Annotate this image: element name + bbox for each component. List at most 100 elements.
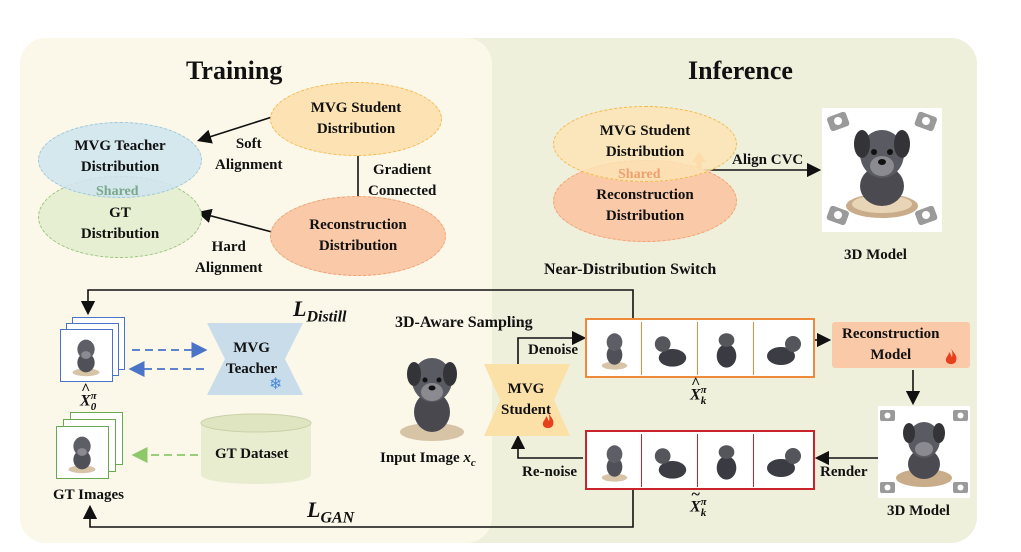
model-3d-top	[822, 108, 942, 232]
xk-tilde-label: ~Xπk	[690, 486, 707, 519]
mvg-teacher-block	[207, 323, 303, 395]
xk-hat-sub: k	[700, 394, 707, 407]
l-distill-sub: Distill	[306, 308, 347, 326]
hard-line1: Hard	[211, 239, 246, 255]
x0-sub: 0	[90, 400, 97, 413]
input-var-sub: c	[470, 457, 476, 469]
inf-student-line2: Distribution	[605, 144, 685, 160]
xk-tilde-row	[585, 430, 815, 490]
mvg-student-block	[484, 364, 570, 436]
gradient-line1: Gradient	[372, 162, 432, 178]
model-3d-top-label: 3D Model	[844, 247, 907, 263]
teacher-block-line1: MVG	[233, 340, 270, 356]
teacher-line2: Distribution	[80, 159, 160, 175]
gradient-line2: Connected	[368, 183, 437, 199]
denoise-label: Denoise	[528, 342, 578, 358]
recon-line2: Distribution	[318, 238, 398, 254]
align-cvc-label: Align CVC	[732, 152, 804, 168]
gan-loop-arrow	[82, 490, 634, 528]
l-distill-main: L	[293, 296, 307, 321]
x0-symbol: X	[80, 392, 91, 410]
x0-stack-front	[60, 329, 113, 382]
xk-tilde-sub: k	[700, 506, 707, 519]
input-image-text: Input Image	[380, 450, 460, 466]
student-block-line1: MVG	[507, 381, 545, 397]
gt-stack-front	[56, 426, 109, 479]
soft-alignment-arrow	[196, 116, 273, 144]
mvg-teacher-label: MVG Teacher	[226, 338, 277, 380]
student-line2: Distribution	[316, 121, 396, 137]
distill-loop-arrow	[80, 289, 634, 318]
recon-model-line2: Model	[870, 347, 912, 363]
near-distribution-switch-label: Near-Distribution Switch	[544, 261, 717, 278]
training-title: Training	[186, 56, 283, 85]
gt-dataset-cylinder	[200, 413, 312, 485]
inf-student-line1: MVG Student	[599, 123, 691, 139]
renoise-label: Re-noise	[522, 464, 577, 480]
model-3d-bottom	[878, 406, 970, 498]
xk-hat-symbol: X	[690, 386, 701, 404]
gt-images-label: GT Images	[53, 487, 124, 503]
xk-hat-accent: ^	[691, 375, 701, 392]
gt-image-stack	[56, 412, 128, 484]
gt-line2: Distribution	[80, 226, 160, 242]
input-image	[392, 352, 472, 444]
l-gan-main: L	[307, 497, 321, 522]
inference-title: Inference	[688, 56, 793, 85]
training-shared-label: Shared	[96, 184, 139, 199]
xk-tilde-view-2	[645, 434, 698, 487]
inf-recon-line1: Reconstruction	[596, 187, 694, 203]
student-block-line2: Student	[501, 402, 552, 418]
teacher-line1: MVG Teacher	[74, 138, 166, 154]
render-label: Render	[820, 464, 868, 480]
student-flame-icon	[541, 412, 555, 430]
gt-dataset-label: GT Dataset	[215, 446, 289, 462]
student-line1: MVG Student	[310, 100, 402, 116]
xk-hat-sup: π	[700, 384, 707, 396]
input-image-label: Input Image xc	[380, 450, 476, 469]
l-gan-sub: GAN	[320, 509, 355, 527]
snowflake-icon: ❄	[269, 374, 283, 393]
x0-image-stack	[60, 317, 130, 387]
xk-hat-row	[585, 318, 815, 378]
l-gan-label: LGAN	[307, 497, 354, 527]
xk-hat-view-3	[701, 322, 754, 375]
recon-flame-icon	[944, 348, 958, 366]
mvg-student-label: MVG Student	[501, 379, 551, 421]
xk-hat-view-2	[645, 322, 698, 375]
l-distill-label: LDistill	[293, 296, 346, 326]
xk-tilde-sup: π	[700, 496, 707, 508]
recon-line1: Reconstruction	[309, 217, 407, 233]
xk-tilde-view-1	[589, 434, 642, 487]
xk-tilde-accent: ~	[691, 486, 701, 503]
xk-hat-label: ^Xπk	[690, 375, 707, 407]
gt-line1: GT	[109, 205, 131, 221]
inference-shared-label: Shared	[618, 167, 661, 182]
soft-line1: Soft	[235, 136, 262, 152]
3d-aware-sampling-label: 3D-Aware Sampling	[395, 314, 533, 331]
x0-hat-accent: ^	[81, 381, 91, 398]
xk-tilde-view-3	[701, 434, 754, 487]
recon-model-line1: Reconstruction	[842, 326, 940, 342]
xk-hat-view-4	[757, 322, 810, 375]
xk-tilde-view-4	[757, 434, 810, 487]
inf-recon-line2: Distribution	[605, 208, 685, 224]
hard-line2: Alignment	[195, 260, 263, 276]
hard-alignment-arrow	[196, 208, 273, 233]
soft-line2: Alignment	[215, 157, 283, 173]
model-3d-bottom-label: 3D Model	[887, 503, 950, 519]
input-var: x	[463, 450, 471, 466]
teacher-block-line2: Teacher	[226, 361, 278, 377]
x0-hat-label: ^Xπ0	[80, 381, 97, 413]
xk-tilde-symbol: X	[690, 498, 701, 516]
x0-sup: π	[90, 390, 97, 402]
renoise-arrow	[510, 434, 583, 459]
